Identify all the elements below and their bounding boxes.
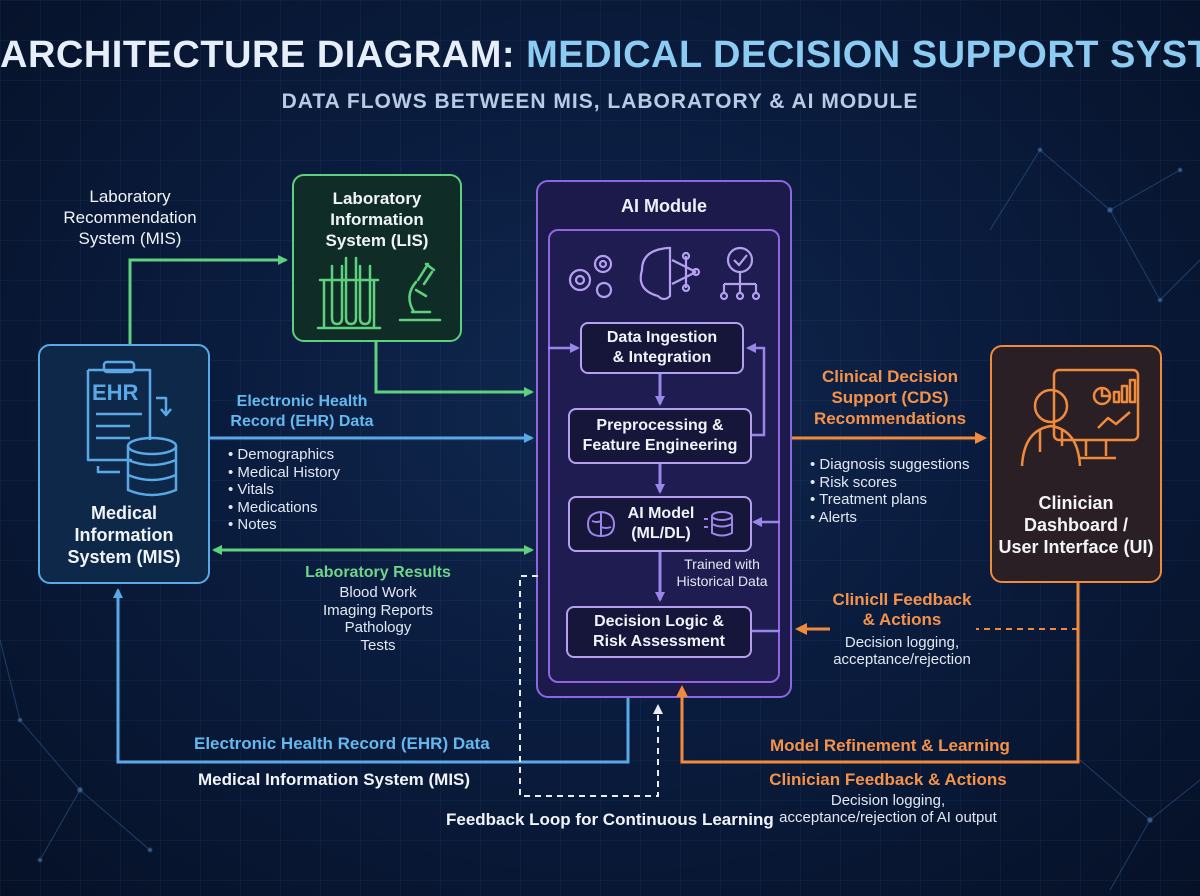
mis-title: Medical Information System (MIS) (67, 503, 181, 567)
cds-list: Diagnosis suggestions Risk scores Treatm… (810, 456, 970, 526)
bottom-clinician-feedback-title: Clinician Feedback & Actions (769, 770, 1007, 789)
ehr-data-list: Demographics Medical History Vitals Medi… (228, 446, 340, 534)
trained-note: Trained with Historical Data (676, 556, 768, 589)
title-prefix: ARCHITECTURE DIAGRAM: (0, 34, 527, 76)
arrow-lis-to-ai (374, 342, 534, 397)
clinician-dashboard-box (990, 345, 1162, 583)
step-preprocessing: Preprocessing &Feature Engineering (568, 408, 752, 464)
mis-box (38, 344, 210, 584)
brain-network-icon (639, 246, 701, 301)
clinician-title: Clinician Dashboard / User Interface (UI… (998, 493, 1154, 557)
lab-results-label: Laboratory Results (305, 564, 451, 581)
gears-icon (568, 254, 613, 299)
ai-module-title: AI Module (621, 196, 707, 216)
title-highlight: MEDICAL DECISION SUPPORT SYSTEM (MDSS) (526, 34, 1200, 76)
clinician-feedback-label: Clinicll Feedback & Actions (832, 590, 972, 629)
brain-icon (586, 510, 615, 538)
page-title: ARCHITECTURE DIAGRAM: MEDICAL DECISION S… (0, 34, 1200, 77)
arrow-mis-to-lis (128, 255, 288, 344)
page-subtitle: DATA FLOWS BETWEEN MIS, LABORATORY & AI … (281, 90, 919, 113)
bottom-mis-label: Medical Information System (MIS) (198, 770, 471, 789)
arrow-model-refinement (676, 583, 1080, 764)
ehr-data-label: Electronic Health Record (EHR) Data (230, 393, 374, 430)
clinician-feedback-desc: Decision logging, acceptance/rejection (833, 634, 971, 668)
lab-recommendation-label: Laboratory Recommendation System (MIS) (63, 187, 197, 248)
model-refinement-label: Model Refinement & Learning (770, 736, 1010, 755)
ehr-badge: EHR (92, 380, 139, 405)
feedback-loop-label: Feedback Loop for Continuous Learning (446, 810, 774, 829)
step-decision-logic: Decision Logic &Risk Assessment (566, 606, 752, 658)
arrow-feedback-loop (519, 575, 663, 797)
checkmark-network-icon (719, 246, 761, 301)
bottom-ehr-label: Electronic Health Record (EHR) Data (194, 734, 490, 753)
lab-results-list: Blood Work Imaging Reports Pathology Tes… (322, 584, 434, 654)
database-icon (704, 511, 734, 537)
lis-box (292, 174, 462, 342)
arrow-ai-to-mis (113, 588, 630, 764)
step-data-ingestion: Data Ingestion& Integration (580, 322, 744, 374)
cds-label: Clinical Decision Support (CDS) Recommen… (813, 367, 967, 428)
lis-title: Laboratory Information System (LIS) (325, 189, 429, 250)
step-ai-model: AI Model(ML/DL) (568, 496, 752, 552)
bottom-clinician-feedback-desc: Decision logging, acceptance/rejection o… (779, 792, 997, 826)
